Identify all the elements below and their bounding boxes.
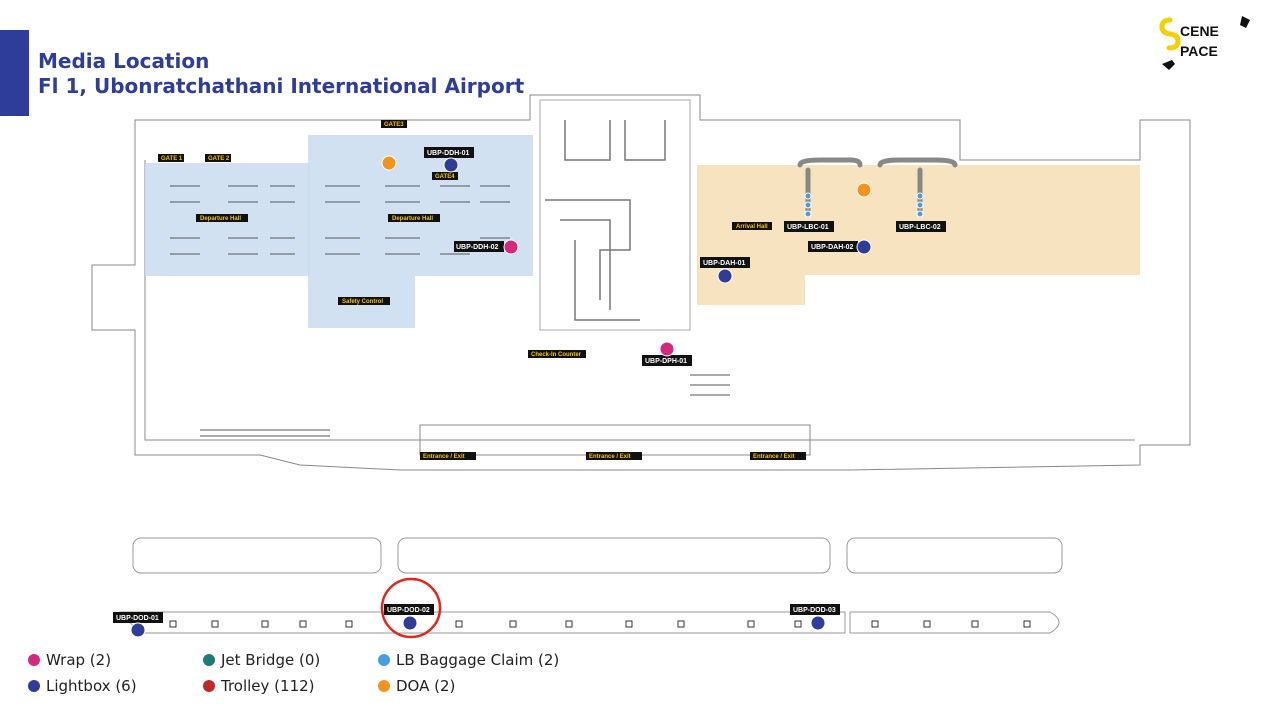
placement-ubp-lbc-02: UBP-LBC-02 [899,224,941,231]
lb-baggage-marker-2a [916,192,924,200]
doa-marker-2 [856,182,872,198]
scenespace-logo: CENE PACE [1159,16,1250,70]
lb-baggage-marker-1a [804,192,812,200]
wrap-marker-dph-01 [659,341,675,357]
lb-baggage-legend-dot [378,654,390,666]
map-labels: GATE 1 GATE 2 GATE3 GATE4 Departure Hall… [158,120,806,460]
page-title: Media Location Fl 1, Ubonratchathani Int… [38,49,524,99]
parking-posts [169,620,1031,628]
conveyor-lines [545,120,666,321]
placement-ubp-dod-01: UBP-DOD-01 [116,615,159,622]
legend-wrap-label: Wrap (2) [46,651,112,669]
seating-rows [170,185,730,437]
gate-1-label: GATE 1 [161,156,183,162]
gate-3-label: GATE3 [384,122,404,128]
placement-ubp-dod-03: UBP-DOD-03 [793,607,836,614]
accent-bar [0,30,29,116]
placement-ubp-dah-01: UBP-DAH-01 [703,260,746,267]
legend-jet-bridge-label: Jet Bridge (0) [221,651,321,669]
placement-markers [130,155,924,638]
arrival-zone-2 [697,275,805,305]
placement-ubp-dph-01: UBP-DPH-01 [645,358,687,365]
lb-baggage-marker-2c [916,210,924,218]
placement-ubp-ddh-02: UBP-DDH-02 [456,244,499,251]
lightbox-marker-dah-01 [717,268,733,284]
logo-text-2: PACE [1180,43,1218,59]
wrap-marker-ddh-02 [503,239,519,255]
placement-ubp-dod-02: UBP-DOD-02 [387,607,430,614]
gate-4-label: GATE4 [435,174,455,180]
placement-ubp-dah-02: UBP-DAH-02 [811,244,854,251]
legend-lightbox-label: Lightbox (6) [46,677,137,695]
check-in-counter-label: Check-In Counter [531,352,582,358]
placement-ubp-ddh-01: UBP-DDH-01 [427,150,470,157]
trolley-legend-dot [203,680,215,692]
legend-doa-label: DOA (2) [396,677,456,695]
lightbox-marker-ddh-01 [443,157,459,173]
title-line-2: Fl 1, Ubonratchathani International Airp… [38,74,525,98]
legend-wrap: Wrap (2) [28,651,111,669]
safety-control-label: Safety Control [342,299,383,305]
lightbox-legend-dot [28,680,40,692]
legend-lb-baggage-claim: LB Baggage Claim (2) [378,651,559,669]
departure-hall-label-2: Departure Hall [392,216,433,222]
legend-lb-baggage-label: LB Baggage Claim (2) [396,651,560,669]
placement-ubp-lbc-01: UBP-LBC-01 [787,224,829,231]
entrance-exit-label-1: Entrance / Exit [423,454,465,460]
doa-marker-1 [381,155,397,171]
gate-2-label: GATE 2 [208,156,230,162]
lightbox-marker-dod-02 [402,615,418,631]
legend-trolley: Trolley (112) [203,677,315,695]
lb-baggage-marker-1b [804,201,812,209]
departure-zone-2 [308,135,533,276]
building-outline [91,94,1191,471]
wrap-legend-dot [28,654,40,666]
arrival-hall-label: Arrival Hall [736,224,768,230]
departure-hall-label-1: Departure Hall [200,216,241,222]
legend-lightbox: Lightbox (6) [28,677,137,695]
legend-jet-bridge: Jet Bridge (0) [203,651,320,669]
legend-doa: DOA (2) [378,677,455,695]
lightbox-marker-dah-02 [856,239,872,255]
title-line-1: Media Location [38,49,210,73]
bus-lane [118,537,1063,634]
entrance-exit-label-3: Entrance / Exit [753,454,795,460]
highlight-circle [380,577,442,639]
entrance-exit-label-2: Entrance / Exit [589,454,631,460]
jet-bridge-legend-dot [203,654,215,666]
lb-baggage-marker-2b [916,201,924,209]
lb-baggage-marker-1c [804,210,812,218]
doa-legend-dot [378,680,390,692]
placement-labels: UBP-DDH-01 UBP-DDH-02 UBP-DPH-01 UBP-DAH… [113,147,946,623]
lightbox-marker-dod-03 [810,615,826,631]
legend-trolley-label: Trolley (112) [221,677,315,695]
logo-text-1: CENE [1180,23,1219,39]
lightbox-marker-dod-01 [130,622,146,638]
